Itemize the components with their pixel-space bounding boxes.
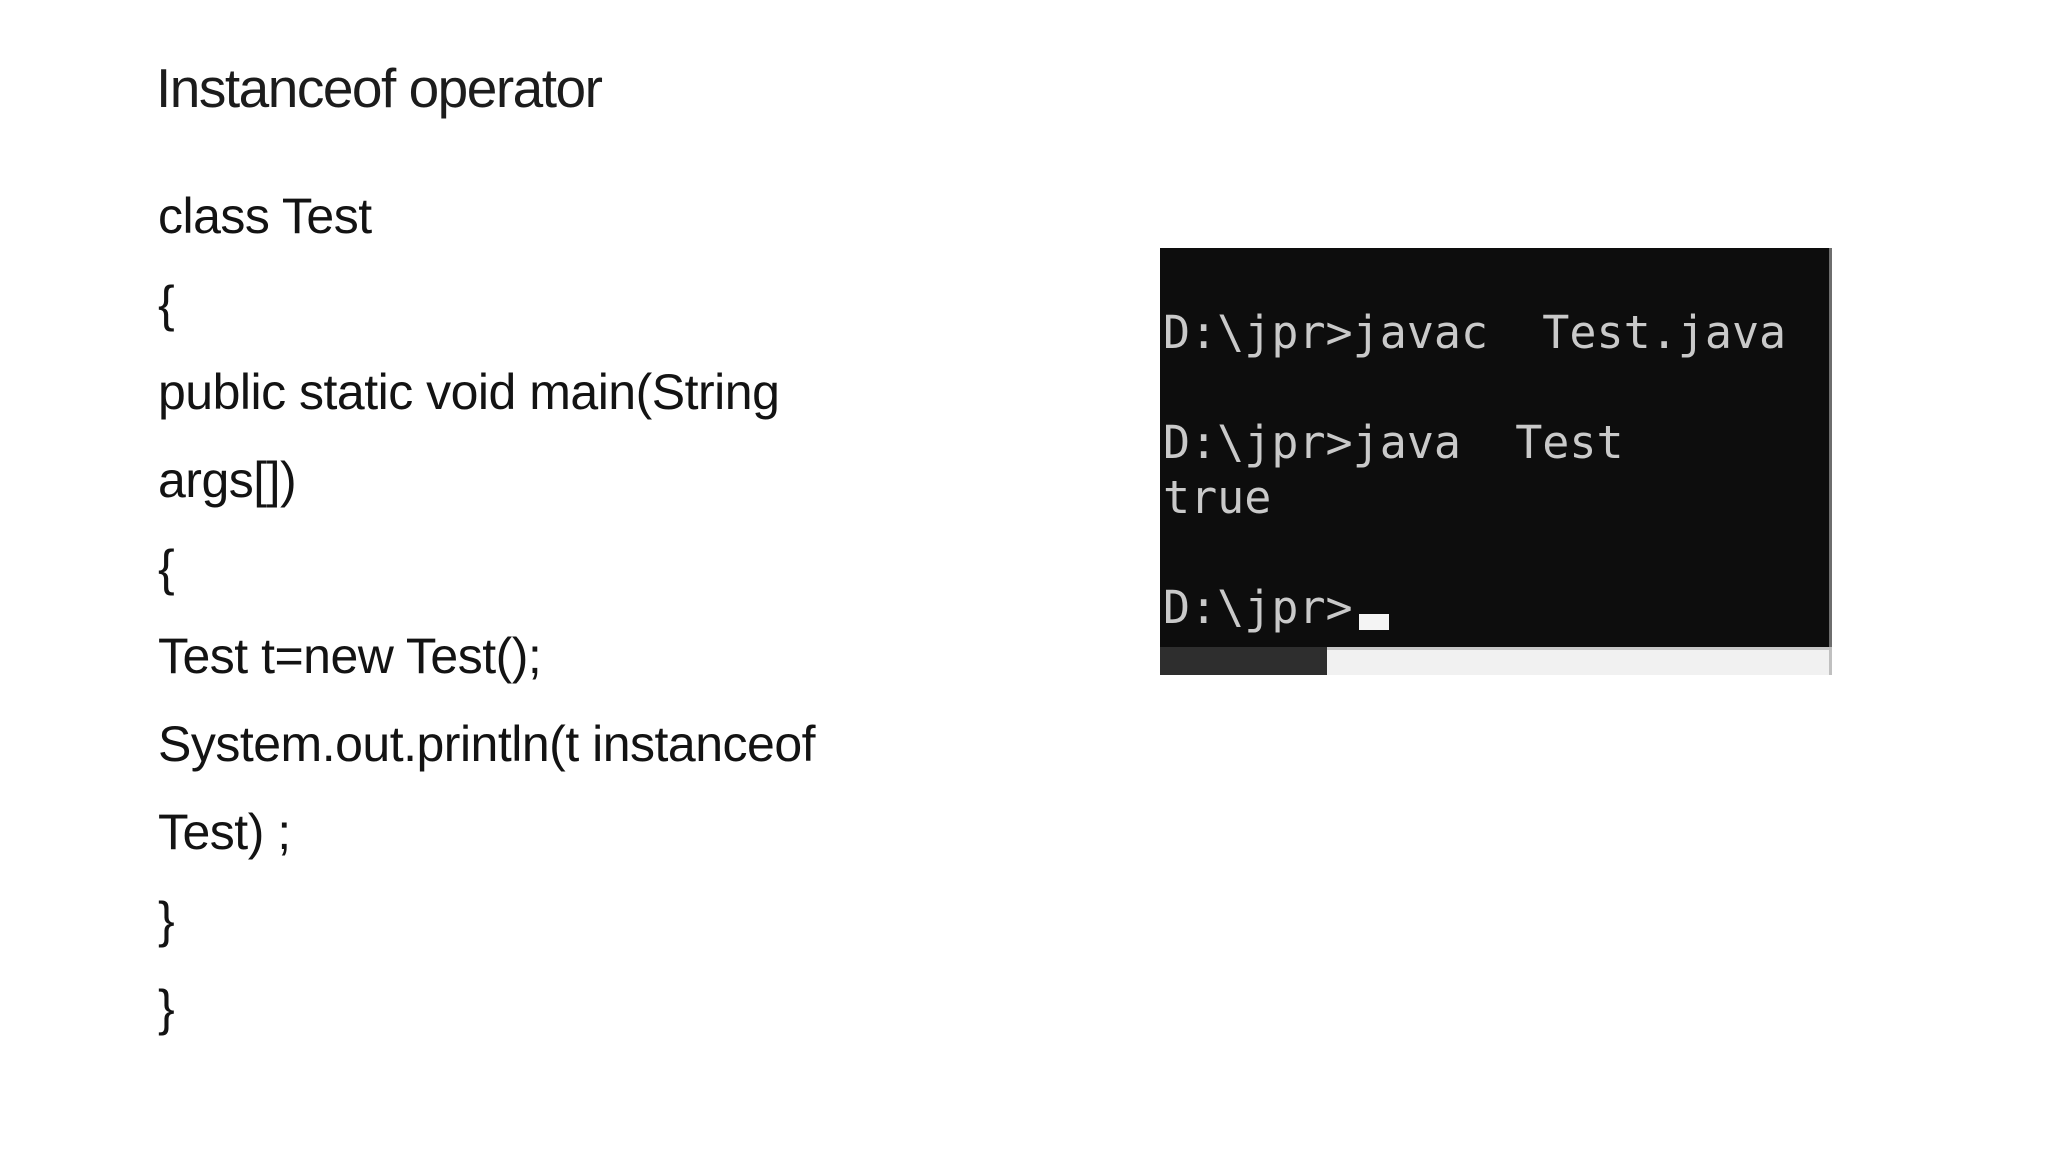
code-line: class Test xyxy=(158,188,372,244)
terminal-line xyxy=(1163,525,1829,580)
code-line: args[]) xyxy=(158,452,297,508)
terminal-line: D:\jpr> xyxy=(1163,580,1829,635)
code-line: Test t=new Test(); xyxy=(158,628,542,684)
code-line: { xyxy=(158,276,175,332)
terminal-line: D:\jpr>javac Test.java xyxy=(1163,306,1787,359)
code-line: public static void main(String xyxy=(158,364,780,420)
terminal-horizontal-scrollbar xyxy=(1160,647,1832,675)
terminal-line: true xyxy=(1163,471,1272,524)
code-line: } xyxy=(158,980,175,1036)
code-line: { xyxy=(158,540,175,596)
slide-title: Instanceof operator xyxy=(156,57,603,119)
terminal-line xyxy=(1163,360,1829,415)
code-line: Test) ; xyxy=(158,804,291,860)
code-line: System.out.println(t instanceof xyxy=(158,716,816,772)
scrollbar-thumb xyxy=(1160,647,1327,675)
terminal-line: D:\jpr>java Test xyxy=(1163,416,1624,469)
java-code-block: class Test { public static void main(Strin… xyxy=(158,172,1018,1052)
terminal-cursor-icon xyxy=(1358,614,1389,630)
code-line: } xyxy=(158,892,175,948)
